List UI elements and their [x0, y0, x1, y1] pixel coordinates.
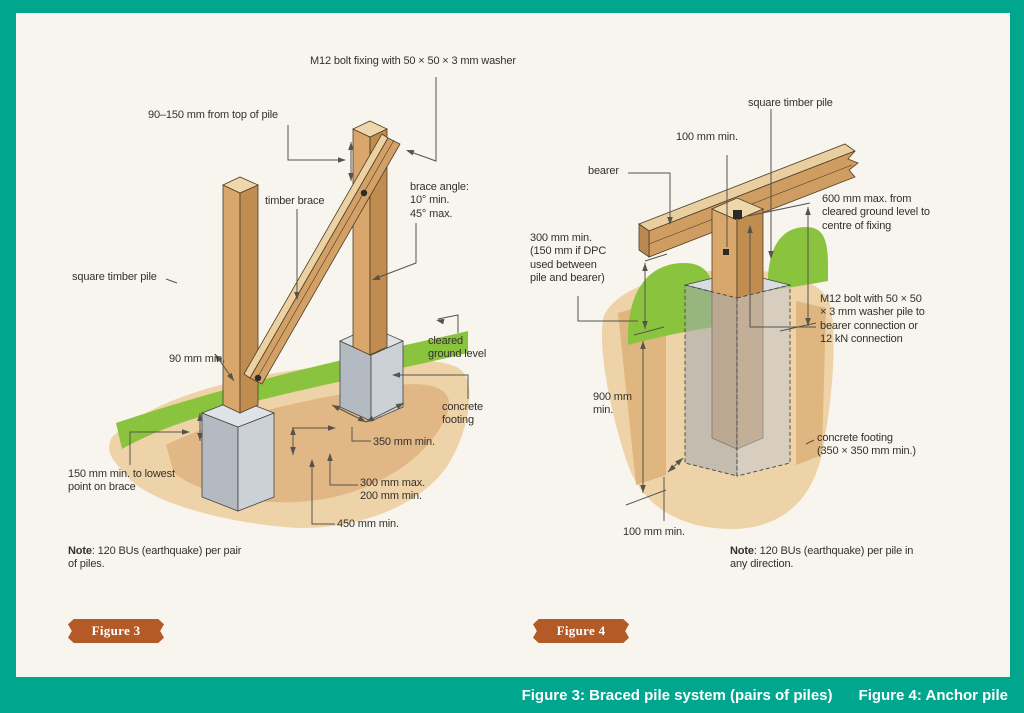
fig3-ribbon-badge: Figure 3 — [68, 619, 164, 643]
fig3-label-timber-brace: timber brace — [265, 195, 325, 207]
fig4-footing — [684, 284, 791, 477]
fig4-label-bearer: bearer — [588, 165, 619, 177]
fig4-note-text: : 120 BUs (earthquake) per pile in any d… — [730, 545, 914, 571]
fig4-label-concrete-footing: concrete footing (350 × 350 mm min.) — [817, 432, 916, 458]
fig3-label-cleared-ground: cleared ground level — [428, 335, 487, 361]
caption-bar: Figure 3: Braced pile system (pairs of p… — [0, 677, 1024, 713]
fig4-label-100-min-top: 100 mm min. — [676, 131, 738, 143]
fig4-label-square-timber-pile: square timber pile — [748, 97, 833, 109]
fig3-label-450-min: 450 mm min. — [337, 518, 399, 530]
fig4-note: Note: 120 BUs (earthquake) per pile in a… — [730, 545, 913, 572]
fig3-left-footing — [200, 398, 276, 512]
fig4-bolt — [723, 210, 742, 255]
diagram-panel: M12 bolt fixing with 50 × 50 × 3 mm wash… — [16, 13, 1010, 677]
fig4-note-label: Note — [730, 545, 754, 557]
fig4-bearer — [638, 143, 859, 258]
fig4-label-900-min: 900 mm min. — [593, 391, 632, 417]
fig3-label-square-timber-pile: square timber pile — [72, 271, 157, 283]
fig3-left-pile — [222, 176, 259, 414]
caption-figure4: Figure 4: Anchor pile — [858, 686, 1008, 704]
fig4-label-m12-bolt: M12 bolt with 50 × 50 × 3 mm washer pile… — [820, 293, 925, 346]
fig3-label-brace-angle: brace angle: 10° min. 45° max. — [410, 181, 469, 220]
fig4-label-300-min-dpc: 300 mm min. (150 mm if DPC used between … — [530, 232, 607, 285]
fig3-label-350-min: 350 mm min. — [373, 436, 435, 448]
fig3-label-concrete-footing: concrete footing — [442, 401, 483, 427]
fig4-ribbon-badge: Figure 4 — [533, 619, 629, 643]
pile-illustrations — [109, 77, 859, 529]
fig3-label-m12-bolt: M12 bolt fixing with 50 × 50 × 3 mm wash… — [310, 55, 516, 67]
fig3-dimension-lines — [129, 77, 469, 525]
fig4-dimension-lines — [577, 109, 817, 521]
caption-figure3: Figure 3: Braced pile system (pairs of p… — [521, 686, 833, 704]
fig3-note-label: Note — [68, 545, 92, 557]
fig4-label-600-max: 600 mm max. from cleared ground level to… — [822, 193, 930, 232]
fig3-label-top-offset: 90–150 mm from top of pile — [148, 109, 279, 121]
fig3-label-150-min-brace: 150 mm min. to lowest point on brace — [68, 468, 175, 494]
fig3-label-300-max: 300 mm max. 200 mm min. — [360, 477, 425, 503]
fig3-label-90-min: 90 mm min. — [169, 353, 225, 365]
fig3-bolts — [254, 189, 368, 382]
fig3-note-text: : 120 BUs (earthquake) per pair of piles… — [68, 545, 242, 571]
fig3-note: Note: 120 BUs (earthquake) per pair of p… — [68, 545, 241, 572]
fig4-label-100-min-bottom: 100 mm min. — [623, 526, 685, 538]
fig3-timber-brace — [243, 133, 401, 385]
